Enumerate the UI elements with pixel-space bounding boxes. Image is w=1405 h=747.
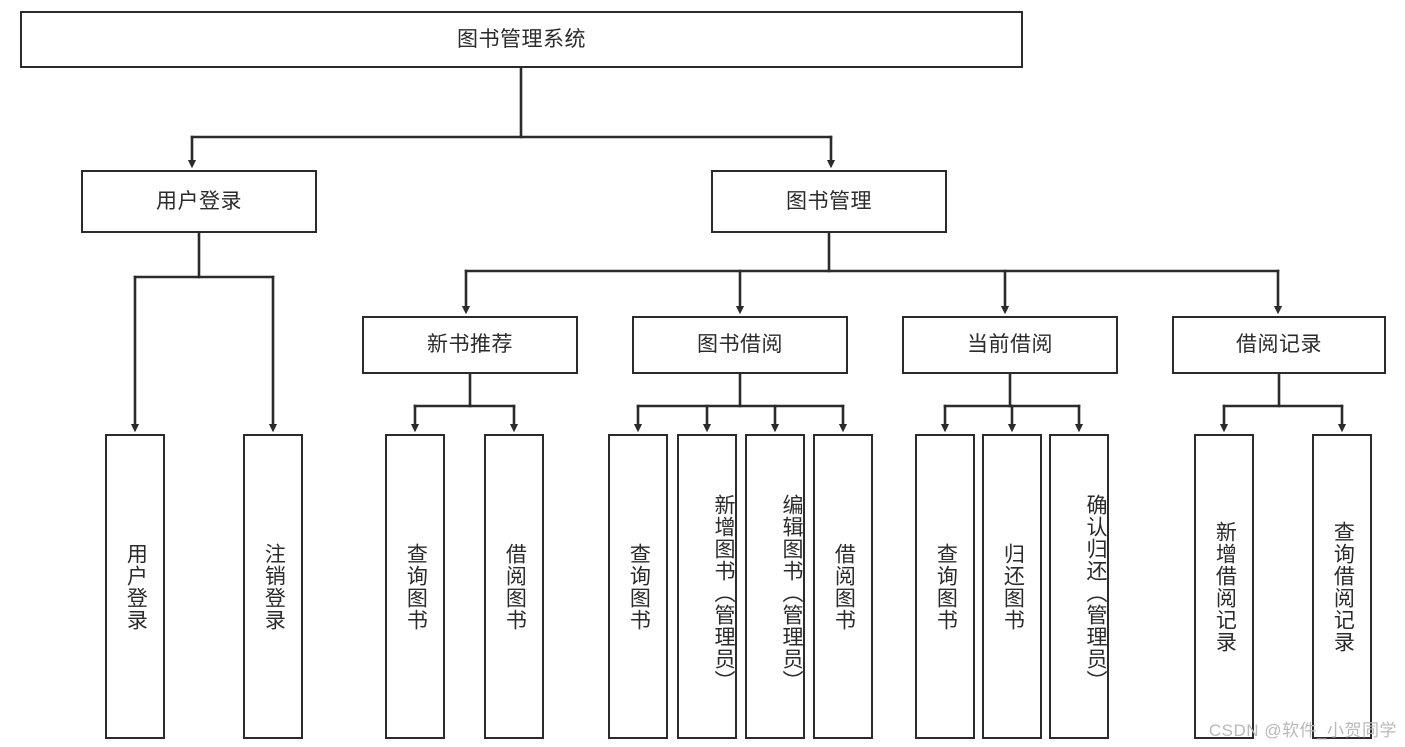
node-book-borrow[interactable]: 图书借阅 [632,316,848,374]
leaf-borrow-book[interactable]: 借阅图书 [813,434,873,739]
node-root[interactable]: 图书管理系统 [20,11,1023,68]
leaf-user-login[interactable]: 用户登录 [105,434,165,739]
leaf-query-borrow-record[interactable]: 查询借阅记录 [1312,434,1372,739]
leaf-query-book-borrow[interactable]: 查询图书 [608,434,668,739]
leaf-borrow-book-recommend[interactable]: 借阅图书 [484,434,544,739]
leaf-query-book-current[interactable]: 查询图书 [915,434,975,739]
leaf-return-book[interactable]: 归还图书 [982,434,1042,739]
node-new-book-recommend[interactable]: 新书推荐 [362,316,578,374]
csdn-watermark: CSDN @软件_小贺同学 [1208,721,1397,740]
leaf-query-book-recommend[interactable]: 查询图书 [385,434,445,739]
leaf-confirm-return-admin[interactable]: 确认归还（管理员） [1049,434,1109,739]
node-user-login[interactable]: 用户登录 [81,170,317,233]
node-book-management[interactable]: 图书管理 [711,170,947,233]
leaf-add-book-admin[interactable]: 新增图书（管理员） [677,434,737,739]
node-borrow-record[interactable]: 借阅记录 [1172,316,1386,374]
leaf-edit-book-admin[interactable]: 编辑图书（管理员） [745,434,805,739]
leaf-logout-login[interactable]: 注销登录 [243,434,303,739]
leaf-add-borrow-record[interactable]: 新增借阅记录 [1194,434,1254,739]
node-current-borrow[interactable]: 当前借阅 [902,316,1118,374]
